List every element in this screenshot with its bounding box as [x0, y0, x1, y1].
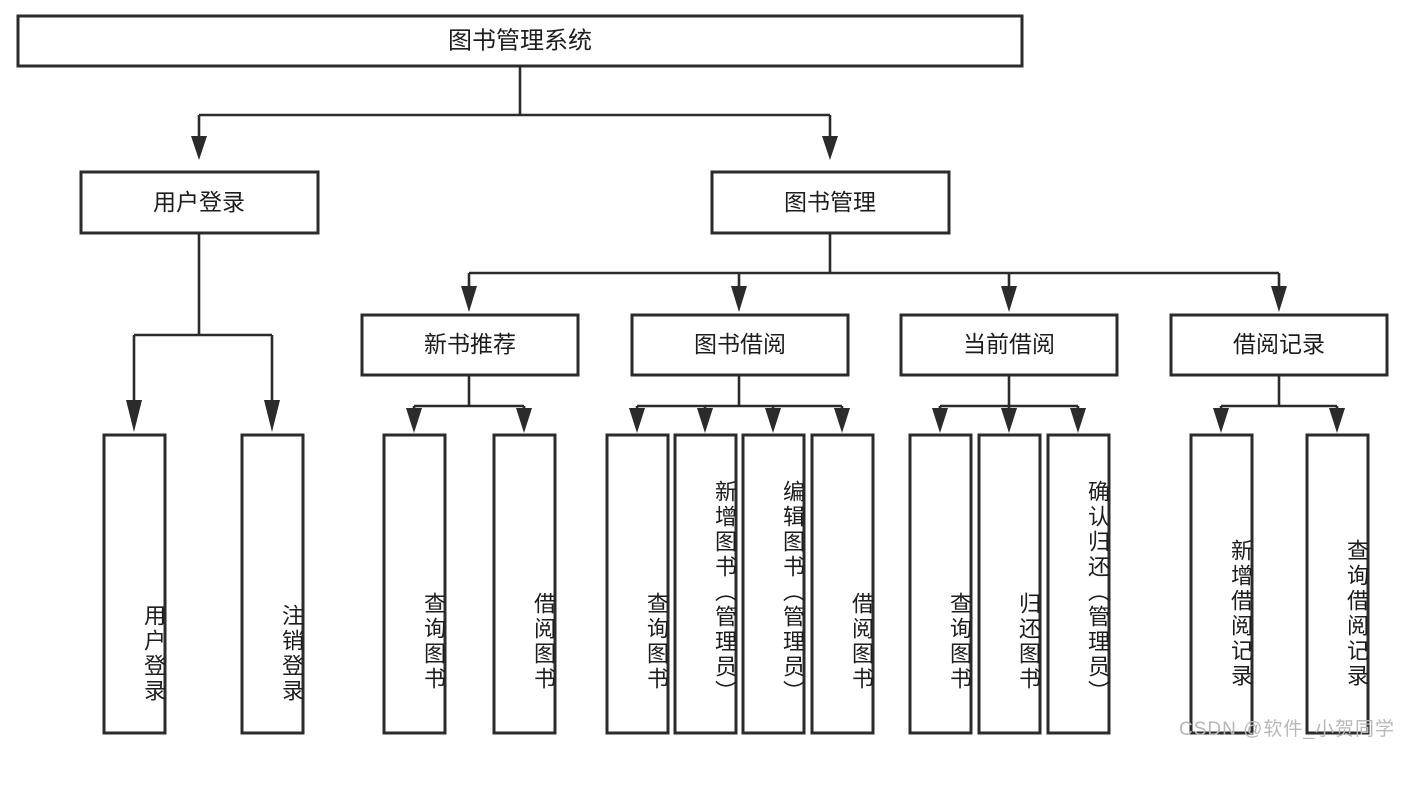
arrowhead-bb-leaf-1	[629, 408, 645, 433]
node-user-login-label: 用户登录	[153, 189, 245, 215]
node-borrow-record-label: 借阅记录	[1233, 331, 1325, 357]
arrowhead-cb-leaf-3	[1070, 408, 1086, 433]
arrowhead-leaf-user-login-1	[126, 400, 142, 432]
leaf-current-borrow-1[interactable]	[908, 433, 973, 735]
node-book-borrow-label: 图书借阅	[694, 331, 786, 357]
node-book-management[interactable]	[710, 170, 951, 235]
watermark-text: CSDN @软件_小贺同学	[1179, 719, 1395, 740]
node-current-borrow-label: 当前借阅	[963, 331, 1055, 357]
leaf-new-book-1[interactable]	[382, 433, 447, 735]
arrowhead-current-borrow	[1001, 286, 1017, 312]
leaf-new-book-2[interactable]	[492, 433, 557, 735]
arrowhead-user-login	[191, 136, 207, 160]
leaf-user-login-1[interactable]	[102, 433, 167, 735]
arrowhead-book-manage	[822, 136, 838, 160]
leaf-book-borrow-4[interactable]	[810, 433, 875, 735]
leaf-book-borrow-1[interactable]	[605, 433, 670, 735]
arrowhead-newbook-leaf-1	[406, 408, 422, 433]
arrowhead-bb-leaf-4	[834, 408, 850, 433]
arrowhead-leaf-user-login-2	[264, 400, 280, 432]
node-book-management-label: 图书管理	[784, 189, 876, 215]
leaf-current-borrow-3[interactable]	[1046, 433, 1111, 735]
leaf-borrow-record-1[interactable]	[1189, 433, 1254, 735]
leaf-book-borrow-3[interactable]	[741, 433, 806, 735]
arrowhead-br-leaf-2	[1329, 408, 1345, 433]
arrowhead-bb-leaf-2	[697, 408, 713, 433]
leaf-current-borrow-2[interactable]	[977, 433, 1042, 735]
node-layer: 图书管理系统 用户登录 图书管理 新书推荐 图书借阅 当前借阅 借阅记录	[16, 14, 1389, 735]
arrowhead-new-book	[461, 286, 477, 312]
arrowhead-cb-leaf-2	[1001, 408, 1017, 433]
connector-layer	[126, 66, 1345, 433]
leaf-borrow-record-2[interactable]	[1305, 433, 1370, 735]
node-borrow-record[interactable]	[1169, 313, 1389, 377]
arrowhead-newbook-leaf-2	[516, 408, 532, 433]
arrowhead-book-borrow	[731, 286, 747, 312]
flowchart-svg: 图书管理系统 用户登录 图书管理 新书推荐 图书借阅 当前借阅 借阅记录	[16, 14, 1389, 735]
arrowhead-br-leaf-1	[1213, 408, 1229, 433]
node-user-login[interactable]	[79, 170, 320, 235]
leaf-book-borrow-2[interactable]	[673, 433, 738, 735]
arrowhead-cb-leaf-1	[932, 408, 948, 433]
node-current-borrow[interactable]	[899, 313, 1119, 377]
node-root-label: 图书管理系统	[448, 27, 592, 54]
node-book-borrow[interactable]	[630, 313, 850, 377]
arrowhead-borrow-record	[1271, 286, 1287, 312]
flowchart-canvas: 图书管理系统 用户登录 图书管理 新书推荐 图书借阅 当前借阅 借阅记录	[16, 14, 1395, 740]
node-root-book-management-system[interactable]	[16, 14, 1024, 68]
node-new-book-recommend[interactable]	[360, 313, 580, 377]
leaf-user-login-2[interactable]	[240, 433, 305, 735]
node-new-book-recommend-label: 新书推荐	[424, 331, 516, 357]
arrowhead-bb-leaf-3	[765, 408, 781, 433]
